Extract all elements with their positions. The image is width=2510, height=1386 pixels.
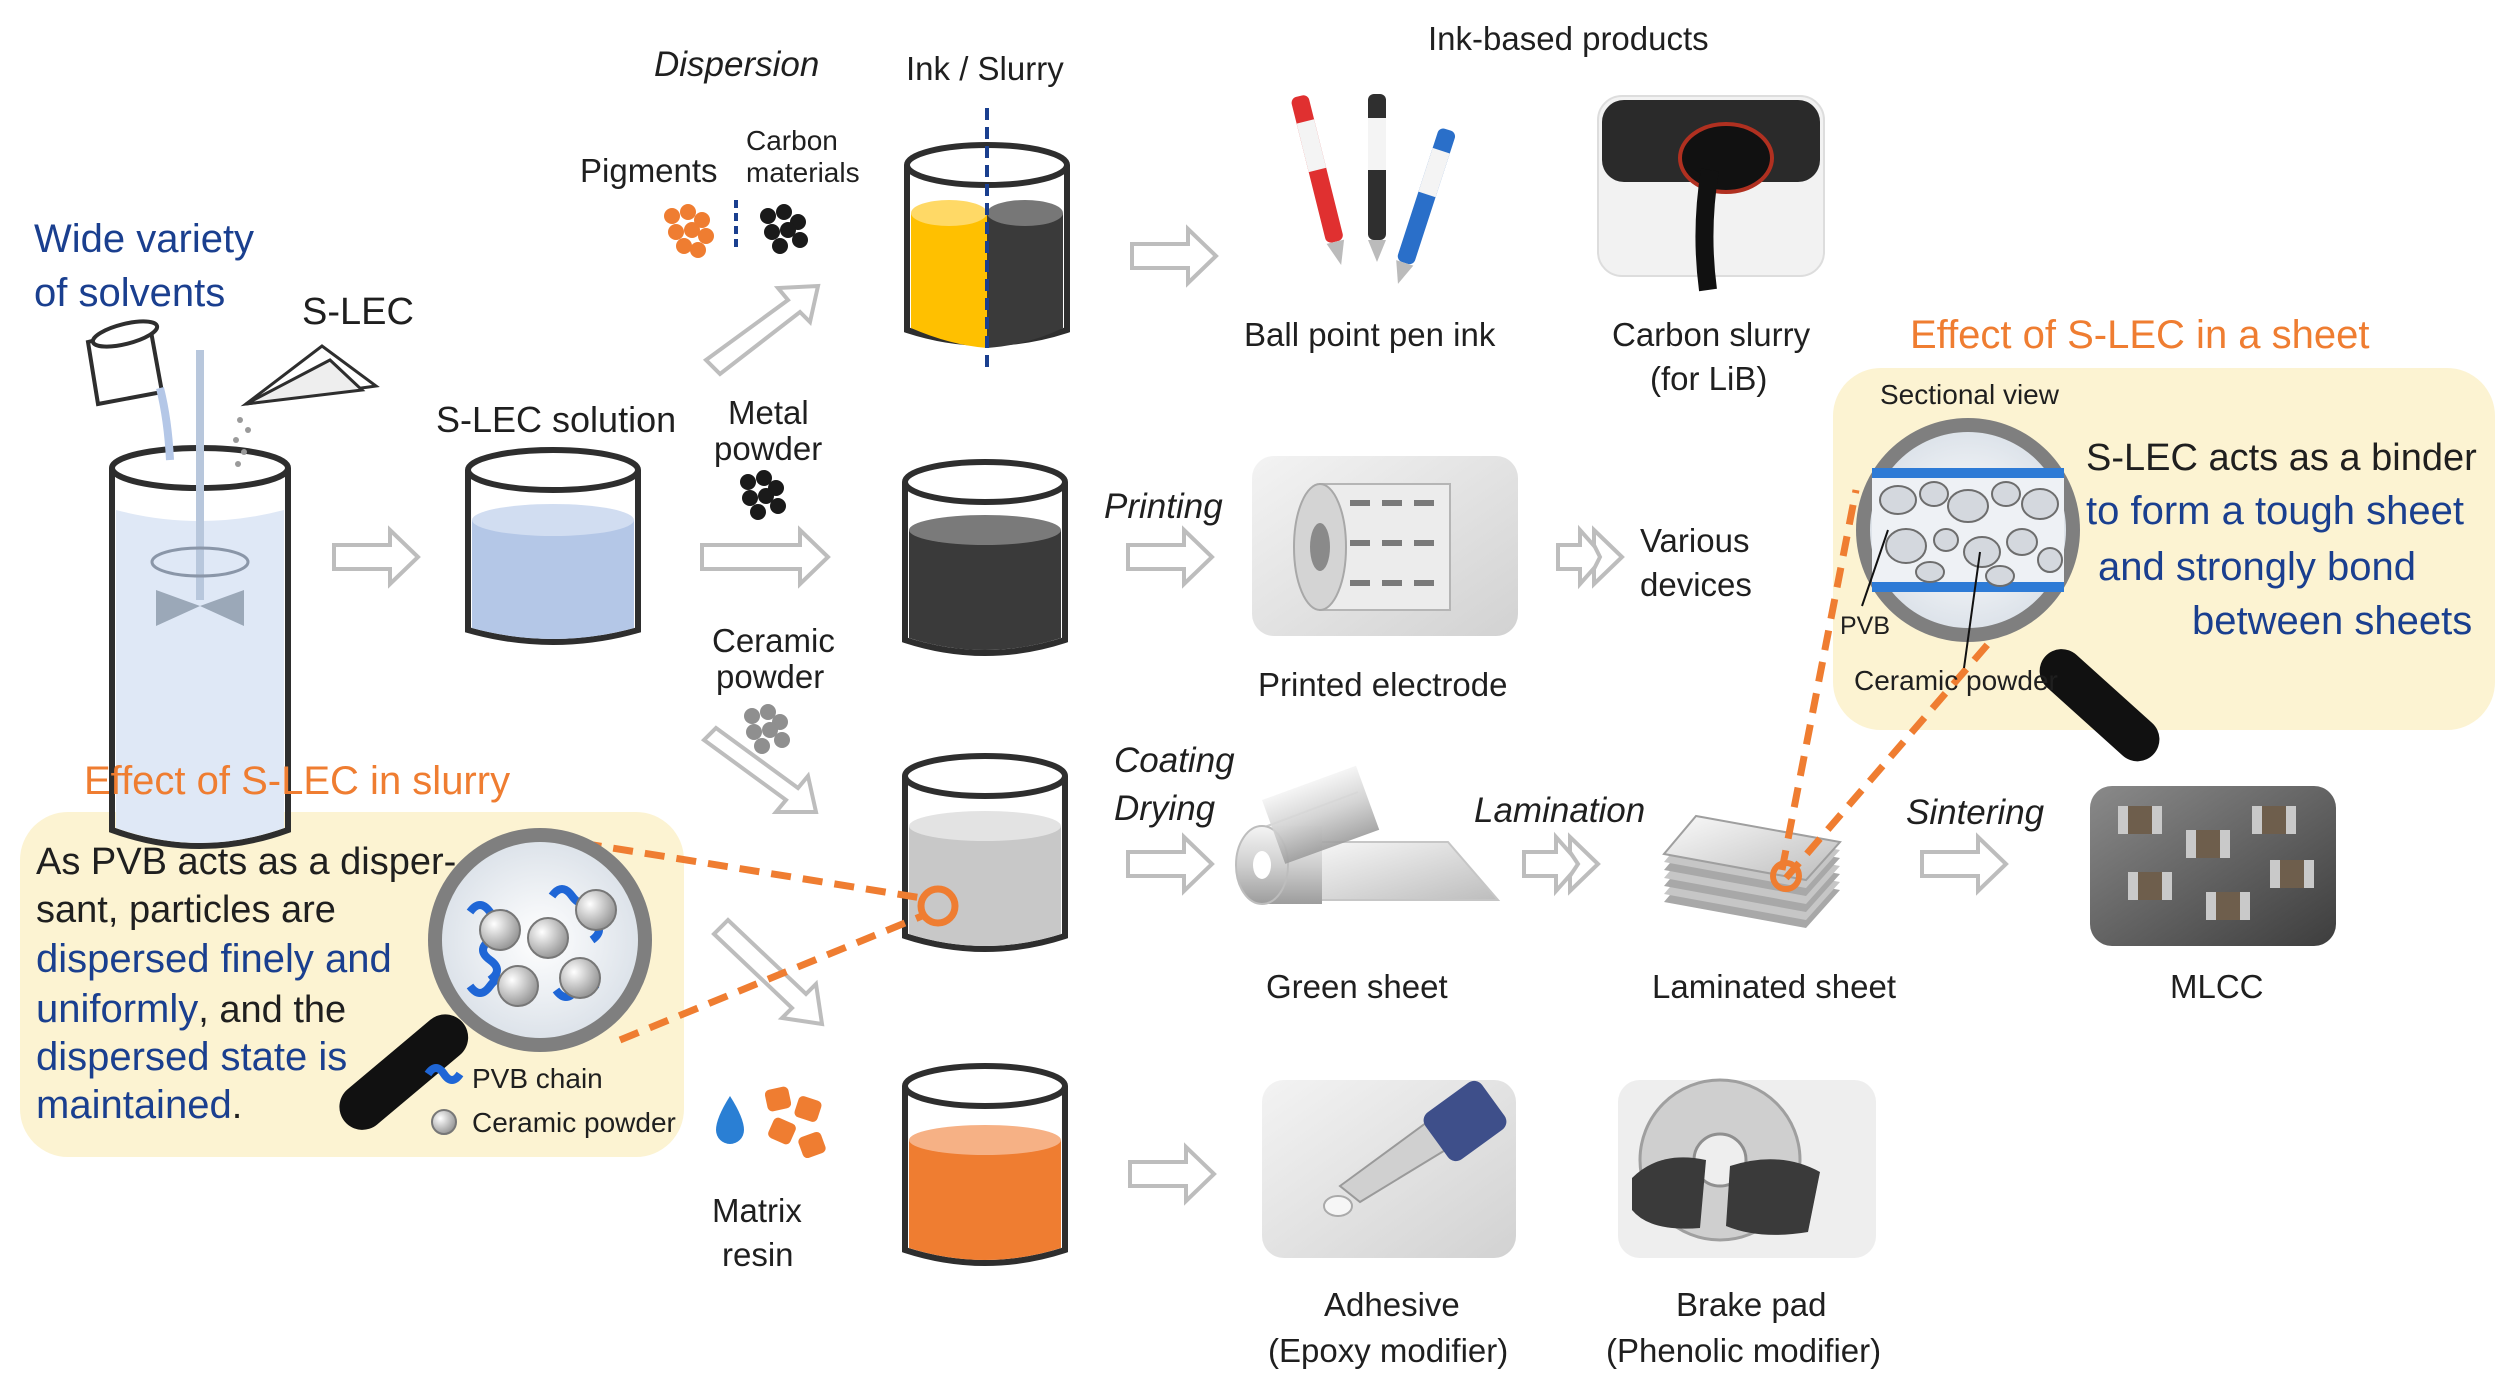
sectional-view-label: Sectional view — [1880, 379, 2060, 410]
matrix-label-1: Matrix — [712, 1192, 802, 1229]
sheet-effect-line-2: to form a tough sheet — [2086, 489, 2464, 533]
carbon-label-2: materials — [746, 157, 860, 188]
coating-label: Coating — [1114, 741, 1235, 780]
resin-water-drop-icon — [716, 1096, 744, 1144]
ink-slurry-label: Ink / Slurry — [906, 50, 1064, 87]
ink-based-products-label: Ink-based products — [1428, 20, 1709, 57]
slurry-magnifier — [339, 828, 652, 1130]
arrow-ink-products — [1130, 224, 1219, 288]
ink-vessel-resin — [902, 1063, 1068, 1266]
slurry-effect-line-3: dispersed finely and — [36, 937, 392, 981]
ink-vessel-pigment-carbon — [904, 108, 1070, 368]
dispersion-label: Dispersion — [654, 45, 819, 84]
slurry-effect-line-2: sant, particles are — [36, 889, 336, 931]
metal-particles-icon — [740, 470, 786, 520]
metal-label-1: Metal — [728, 394, 809, 431]
pvb-chain-legend-icon — [424, 1064, 464, 1084]
carbon-particles-icon — [760, 204, 808, 254]
laminated-sheet-label: Laminated sheet — [1652, 968, 1896, 1005]
sheet-magnifier — [1856, 418, 2160, 762]
brake-pad-label-2: (Phenolic modifier) — [1606, 1332, 1881, 1369]
brake-pad-label-1: Brake pad — [1676, 1286, 1826, 1323]
wide-variety-label-1: Wide variety — [34, 217, 254, 261]
process-arrows — [332, 224, 2009, 1206]
arrow-mix-to-solution — [332, 525, 421, 589]
carbon-slurry-label-1: Carbon slurry — [1612, 316, 1811, 353]
sheet-zoom-line-left — [1778, 489, 1860, 871]
sheet-effect-title: Effect of S-LEC in a sheet — [1910, 313, 2370, 357]
ink-vessel-metal — [902, 459, 1068, 656]
sheet-pvb-label: PVB — [1840, 612, 1890, 640]
carbon-label-1: Carbon — [746, 125, 838, 156]
sintering-label: Sintering — [1906, 793, 2045, 832]
double-arrow-various — [1556, 524, 1625, 590]
arrow-resin — [1128, 1142, 1217, 1206]
ceramic-label-2: powder — [716, 658, 824, 695]
metal-label-2: powder — [714, 430, 822, 467]
arrow-to-matrix — [711, 917, 825, 1027]
ball-point-pens-picture — [1291, 94, 1456, 284]
zoom-connectors — [549, 489, 2029, 1044]
drying-label: Drying — [1114, 789, 1216, 828]
slurry-effect-line-4: uniformly, and the — [36, 987, 346, 1031]
arrow-to-metal — [700, 525, 831, 589]
ceramic-label-1: Ceramic — [712, 622, 835, 659]
slurry-zoom-ring — [917, 885, 959, 927]
various-label-2: devices — [1640, 566, 1752, 603]
mixing-vessel — [109, 350, 291, 849]
mlcc-picture — [2090, 786, 2336, 946]
adhesive-label-2: (Epoxy modifier) — [1268, 1332, 1508, 1369]
powder-packet-icon — [233, 344, 380, 467]
ceramic-legend-icon — [431, 1109, 457, 1135]
slurry-effect-title: Effect of S-LEC in slurry — [84, 759, 510, 803]
adhesive-picture — [1262, 1080, 1516, 1258]
slurry-effect-line-6: maintained. — [36, 1083, 242, 1127]
matrix-label-2: resin — [722, 1236, 794, 1273]
green-sheet-picture — [1235, 765, 1501, 905]
solvent-cup-icon — [85, 319, 174, 461]
lamination-label: Lamination — [1474, 791, 1645, 830]
printing-label: Printing — [1104, 487, 1223, 526]
legend-ceramic-label: Ceramic powder — [472, 1107, 676, 1138]
sheet-ceramic-label: Ceramic powder — [1854, 665, 2058, 696]
arrow-coating — [1126, 832, 1215, 896]
ceramic-pointer — [1963, 551, 1981, 669]
legend-pvb-label: PVB chain — [472, 1063, 603, 1094]
wide-variety-label-2: of solvents — [34, 271, 225, 315]
pigment-particles-icon — [664, 204, 714, 258]
arrow-to-ceramic — [700, 725, 819, 814]
carbon-slurry-picture — [1597, 95, 1825, 292]
ceramic-particles-icon — [744, 704, 790, 754]
sheet-zoom-ring — [1770, 860, 1802, 892]
printed-electrode-picture — [1252, 456, 1518, 636]
arrow-sintering — [1920, 832, 2009, 896]
carbon-slurry-label-2: (for LiB) — [1650, 360, 1767, 397]
green-sheet-label: Green sheet — [1266, 968, 1448, 1005]
mlcc-label: MLCC — [2170, 968, 2264, 1005]
slurry-effect-line-5: dispersed state is — [36, 1035, 347, 1079]
ink-vessel-ceramic — [902, 753, 1068, 952]
arrow-to-printing — [1126, 525, 1215, 589]
printed-electrode-label: Printed electrode — [1258, 666, 1507, 703]
pvb-pointer — [1861, 529, 1889, 607]
resin-granules-icon — [764, 1086, 826, 1159]
double-arrow-lamination — [1522, 831, 1601, 897]
slurry-effect-line-1: As PVB acts as a disper- — [36, 841, 456, 883]
laminated-sheet-picture — [1662, 814, 1842, 928]
sheet-effect-line-3: and strongly bond — [2098, 545, 2416, 589]
slurry-zoom-line-bottom — [618, 912, 924, 1044]
adhesive-label-1: Adhesive — [1324, 1286, 1460, 1323]
sheet-effect-line-4: between sheets — [2192, 599, 2472, 643]
brake-pad-picture — [1618, 1078, 1876, 1258]
various-label-1: Various — [1640, 522, 1749, 559]
slec-solution-vessel — [465, 447, 641, 645]
ball-point-label: Ball point pen ink — [1244, 316, 1496, 353]
sheet-effect-line-1: S-LEC acts as a binder — [2086, 437, 2477, 479]
sheet-zoom-line-right — [1783, 597, 2029, 881]
slec-label: S-LEC — [302, 291, 414, 333]
arrow-to-pigments — [702, 283, 821, 377]
slec-solution-label: S-LEC solution — [436, 399, 676, 440]
pigments-label: Pigments — [580, 152, 718, 189]
